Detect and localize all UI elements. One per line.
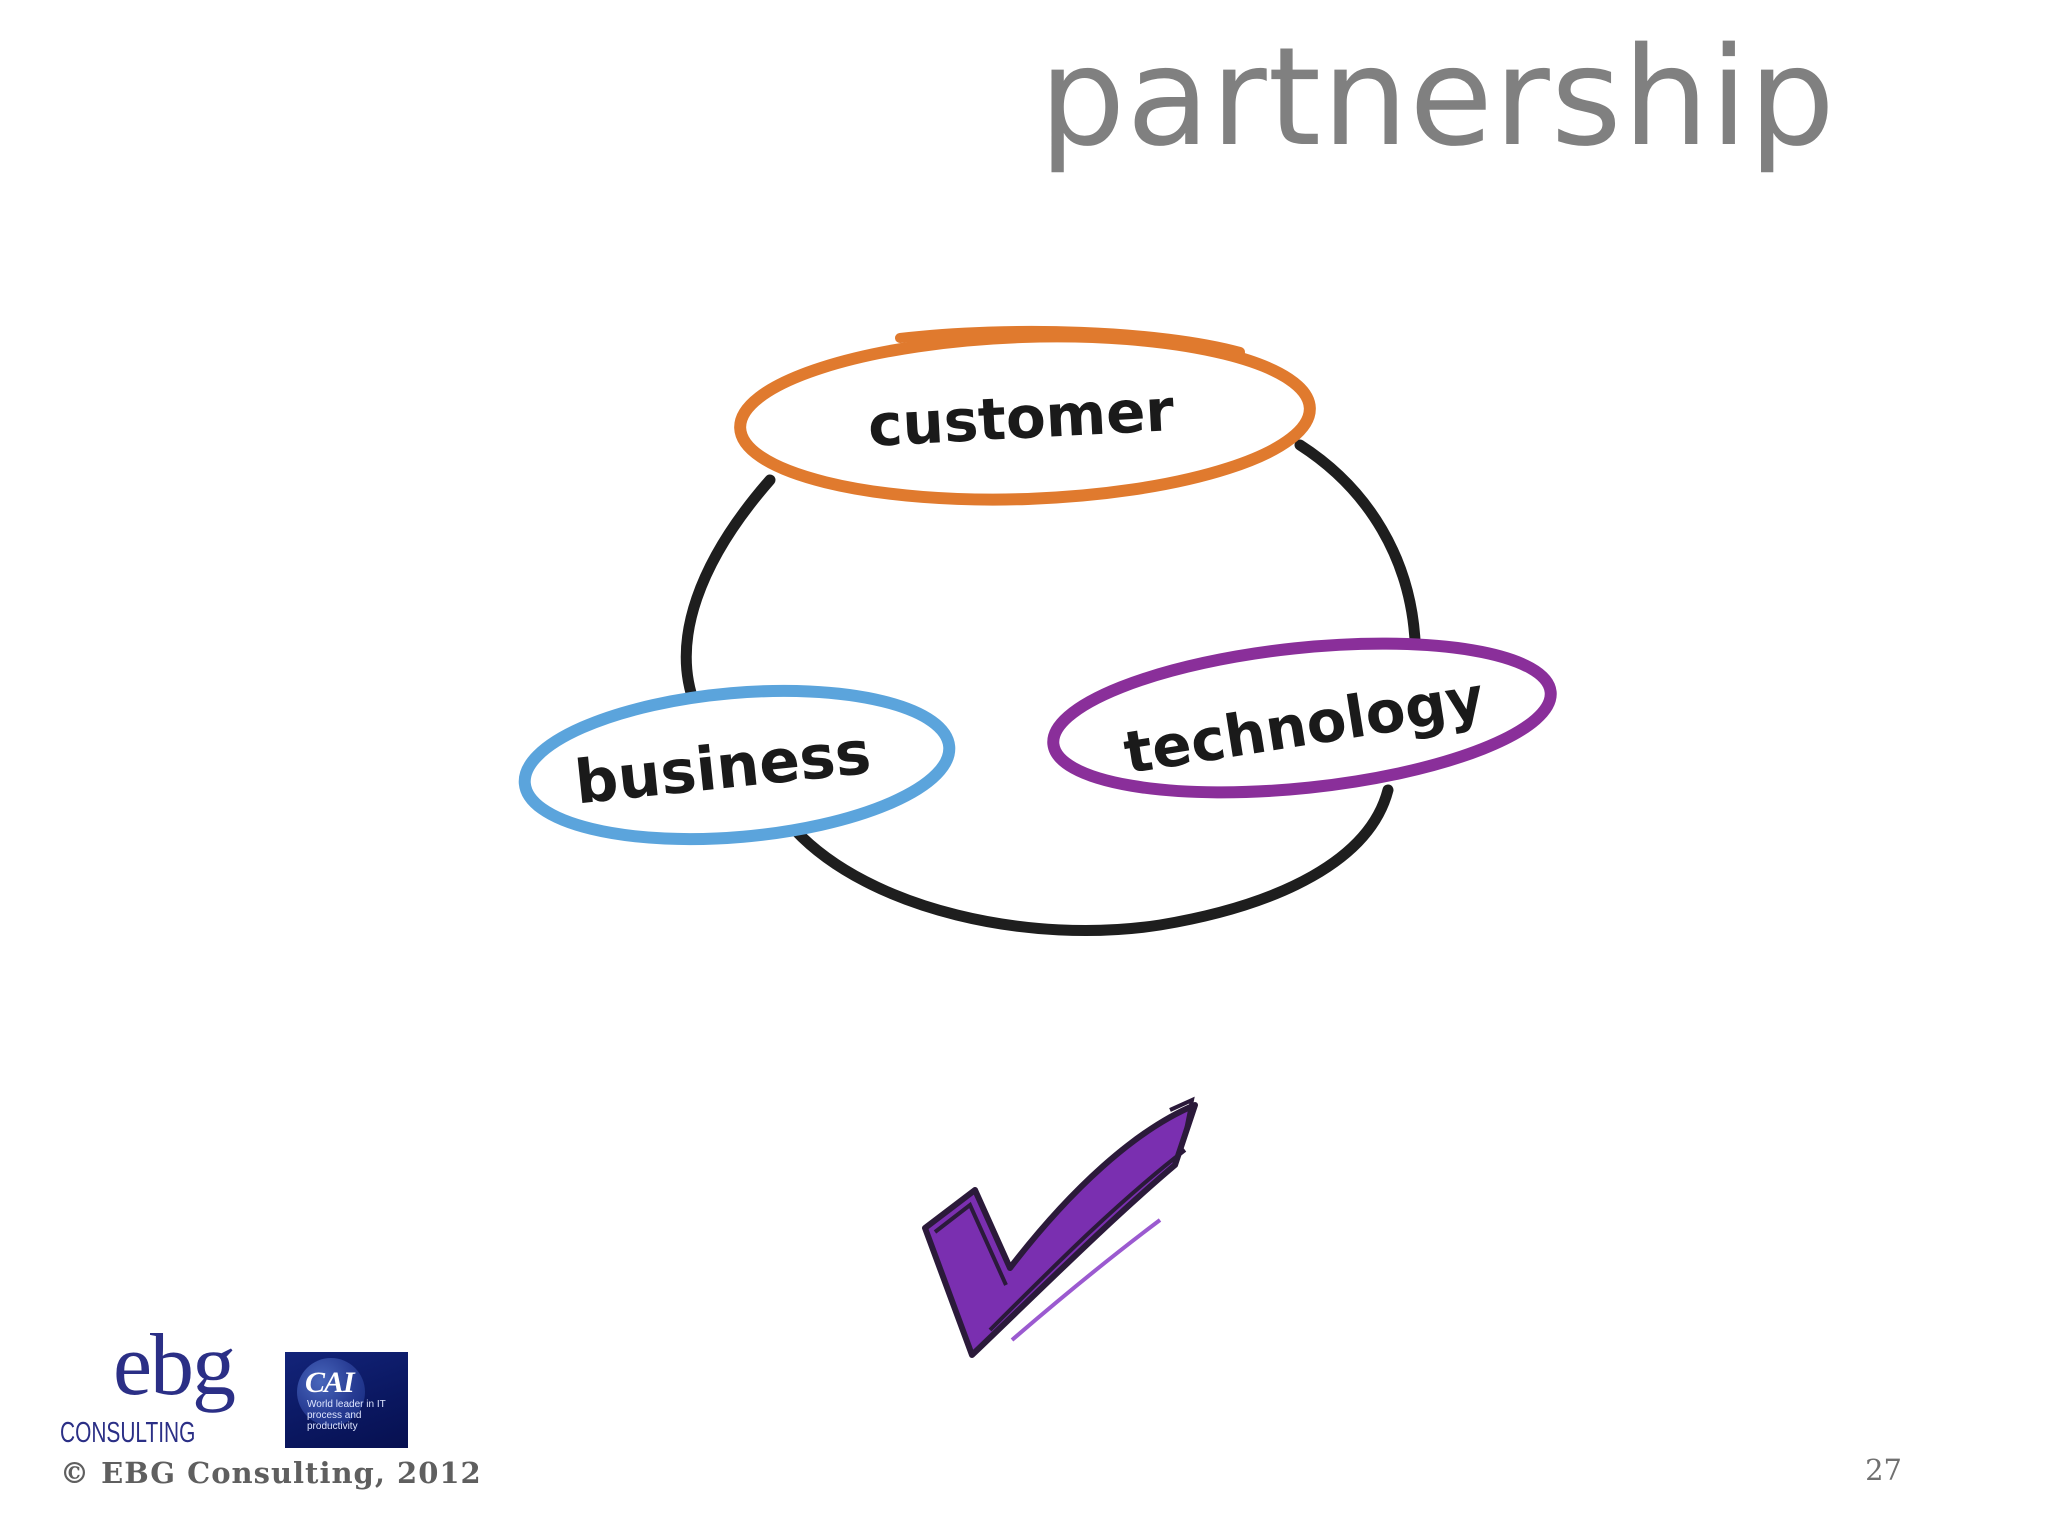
copyright-text: © EBG Consulting, 2012 <box>60 1456 482 1490</box>
customer-label: customer <box>866 376 1176 460</box>
check-mark-icon <box>922 1096 1198 1358</box>
globe-icon <box>297 1358 365 1426</box>
cai-logo: CAI World leader in IT process and produ… <box>285 1352 408 1448</box>
connecting-ring-bottom <box>789 784 1394 937</box>
page-number: 27 <box>1865 1453 1902 1487</box>
connecting-ring-right <box>1294 439 1421 646</box>
customer-oval <box>734 330 1316 506</box>
connecting-ring <box>680 474 776 711</box>
business-oval <box>518 684 956 846</box>
technology-oval <box>1047 637 1557 799</box>
ebg-consulting-logo: ebg CONSULTING <box>60 1317 236 1450</box>
slide-title: partnership <box>1039 19 1836 177</box>
customer-oval-overlap <box>895 325 1245 357</box>
